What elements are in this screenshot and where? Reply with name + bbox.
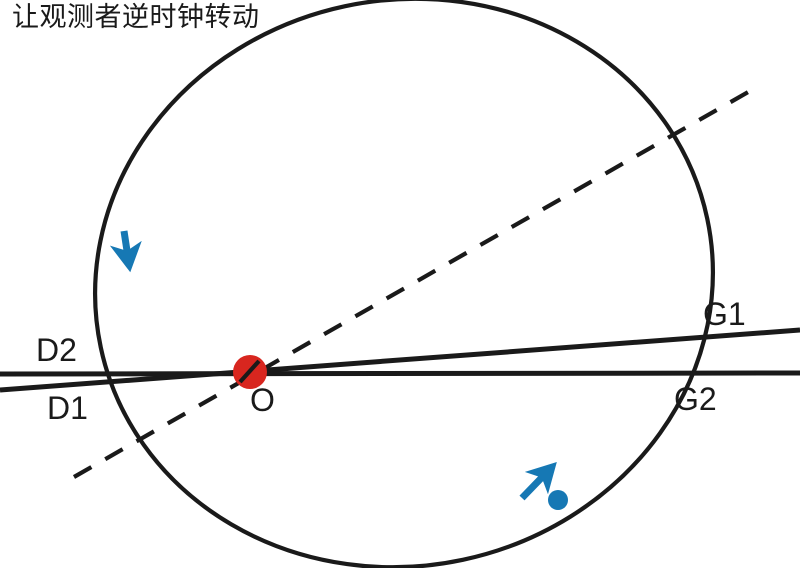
rotation-arrow-right-icon: [519, 461, 557, 501]
rotation-arrow-left-icon: [109, 230, 142, 273]
observer-circle: [93, 0, 715, 568]
point-label-o: O: [250, 382, 275, 418]
inclined-line: [0, 327, 800, 393]
point-label-d1: D1: [47, 390, 88, 426]
point-label-d2: D2: [36, 332, 77, 368]
moving-observer-point: [548, 490, 568, 510]
point-label-g1: G1: [703, 296, 746, 332]
horizontal-line: [0, 370, 800, 377]
diagram-title: 让观测者逆时钟转动: [12, 2, 260, 32]
point-label-g2: G2: [674, 381, 717, 417]
dashed-axis-overlay-segment: [238, 359, 261, 384]
dashed-axis-line: [72, 85, 759, 479]
